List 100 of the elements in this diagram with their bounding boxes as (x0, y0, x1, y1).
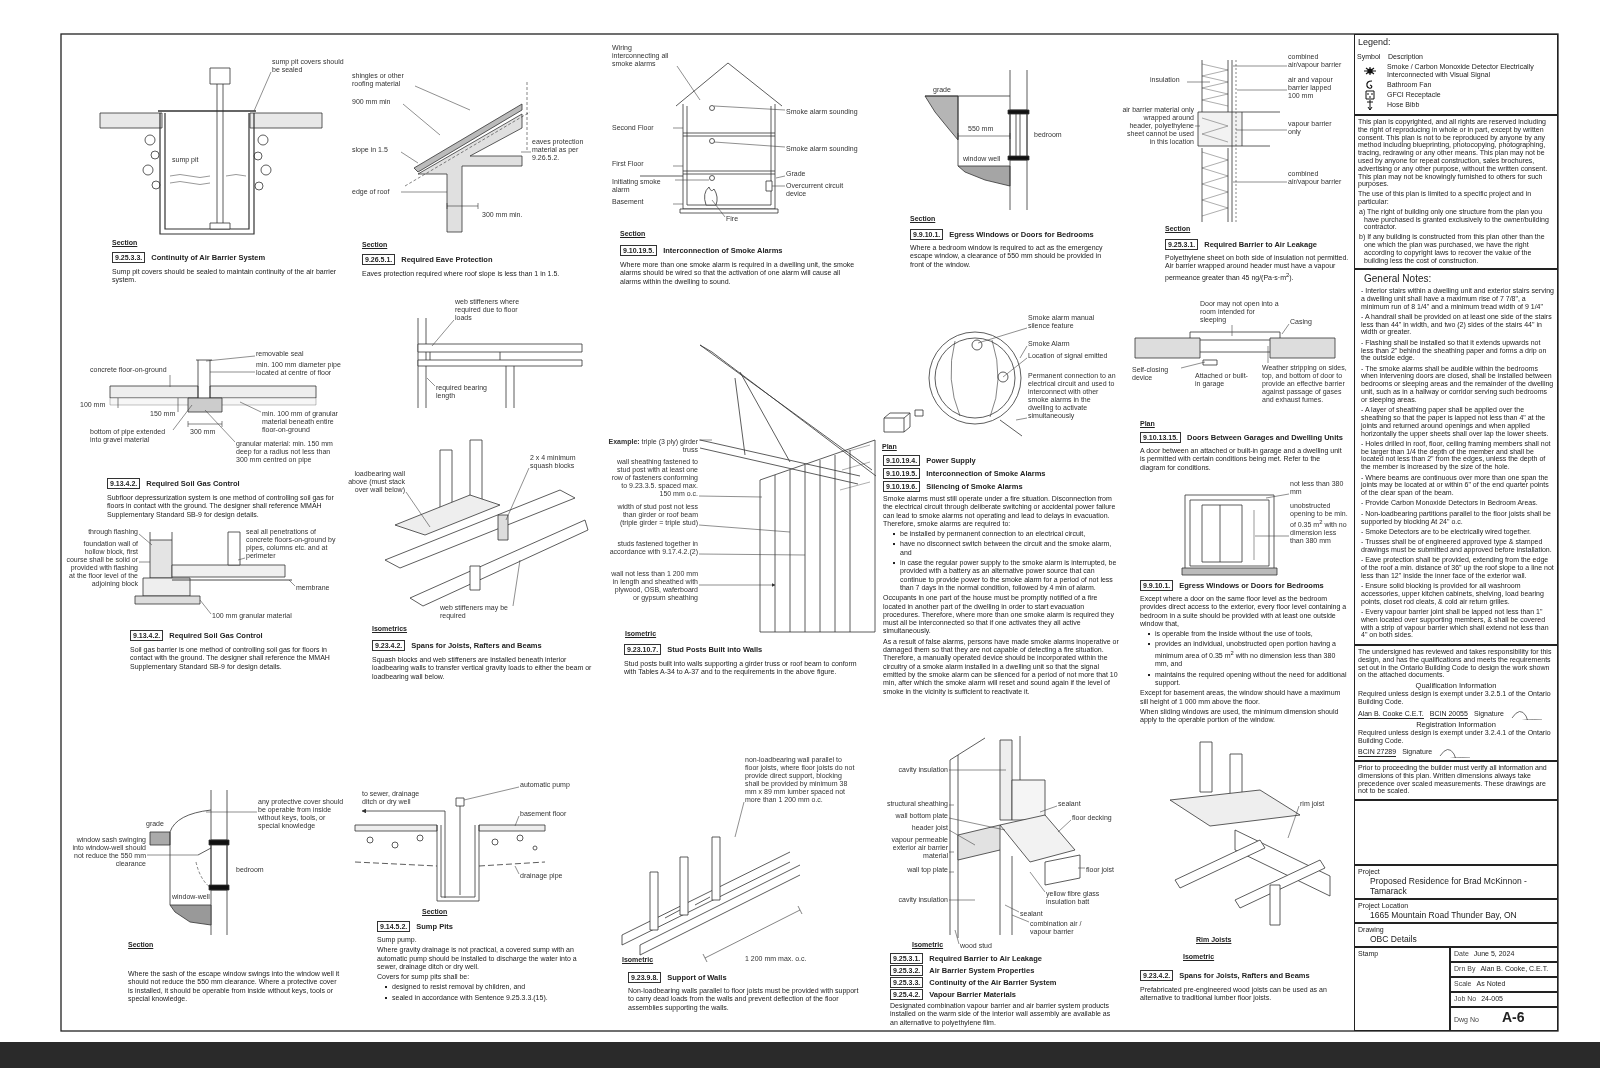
leader-line (172, 404, 193, 431)
leader-line (672, 127, 684, 129)
leader-line (713, 141, 786, 148)
leader-line (400, 191, 448, 193)
leader-line (734, 801, 745, 838)
leader-line (948, 804, 955, 806)
title-block-cell (1450, 992, 1558, 1007)
leader-line (1194, 125, 1201, 127)
leader-line (520, 151, 532, 153)
notes-heading: General Notes: (1364, 272, 1433, 285)
leader-line (512, 559, 521, 607)
leader-line (1231, 324, 1233, 337)
leader-line (698, 524, 791, 533)
leader-line (205, 811, 258, 813)
leader-line (414, 85, 471, 111)
leader-line (698, 553, 806, 556)
leader-line (948, 899, 976, 901)
leader-line (1287, 805, 1300, 839)
leader-line (505, 467, 530, 521)
leader-line (948, 851, 955, 853)
rim-joist-isometric-drawing (1169, 741, 1331, 926)
legend-heading: Legend: (1358, 37, 1392, 48)
leader-line (1186, 81, 1211, 83)
leader-line (288, 579, 296, 587)
sheet-number: A-6 (1501, 1010, 1525, 1025)
eave-protection-drawing (404, 81, 531, 233)
leader-line (514, 815, 520, 827)
empty-panel (1354, 800, 1558, 865)
title-block-cell (1354, 865, 1558, 899)
leader-line (146, 854, 199, 856)
leader-line (1011, 914, 1030, 923)
leader-line (775, 175, 786, 179)
leader-line (948, 769, 1007, 771)
leader-line (977, 327, 1028, 344)
egress-window-plan-drawing (1181, 494, 1278, 576)
leader-line (253, 71, 272, 112)
leader-line (205, 355, 256, 362)
leader-line (239, 401, 262, 413)
title-block-cell (1354, 115, 1558, 270)
leader-line (676, 65, 701, 101)
cell-value: 1665 Mountain Road Thunder Bay, ON (1370, 910, 1518, 920)
leader-line (1015, 417, 1028, 421)
leader-line (1281, 323, 1290, 335)
leader-line (1029, 871, 1046, 893)
leader-line (405, 491, 431, 528)
leader-line (711, 199, 726, 218)
leader-line (400, 151, 419, 164)
title-block-cell (1450, 977, 1558, 992)
leader-line (948, 871, 955, 873)
title-block-cell (1354, 34, 1558, 115)
cell-value: OBC Details (1370, 934, 1418, 944)
leader-line (948, 829, 976, 846)
leader-line (1002, 357, 1028, 378)
leader-line (1004, 904, 1020, 913)
leader-line (204, 409, 236, 443)
leader-line (1267, 345, 1269, 364)
leader-line (1236, 89, 1288, 91)
leader-line (1232, 181, 1288, 183)
leader-line (1235, 129, 1288, 131)
girder-truss-stud-post-drawing (699, 344, 877, 633)
leader-line (169, 374, 171, 388)
leader-line (1039, 805, 1058, 813)
leader-line (771, 185, 786, 187)
garage-door-plan-drawing (1134, 331, 1336, 366)
leader-line (713, 105, 786, 111)
leader-line (463, 786, 520, 801)
leader-line (431, 319, 455, 347)
leader-line (1254, 535, 1290, 537)
sump-pit-air-barrier-drawing (99, 67, 323, 235)
leader-line (514, 865, 520, 875)
title-block-cell (1354, 269, 1558, 645)
title-block-cell (1354, 761, 1558, 801)
leader-line (698, 439, 713, 441)
leader-line (1077, 867, 1086, 869)
leader-line (698, 495, 763, 498)
leader-line (237, 557, 246, 561)
leader-line (426, 377, 436, 387)
leader-line (1265, 493, 1290, 499)
air-barrier-wall-section-drawing (1197, 59, 1281, 223)
leader-line (1232, 65, 1288, 67)
leader-line (209, 371, 256, 373)
title-block-cell (1354, 923, 1558, 947)
leader-line (1057, 819, 1072, 833)
leader-line (138, 561, 151, 563)
title-block-cell (1450, 947, 1558, 962)
leader-line (1180, 361, 1206, 369)
leader-line (948, 817, 1006, 831)
smoke-alarm-drawing (883, 331, 1023, 437)
title-block-cell (1354, 645, 1558, 762)
leader-line (672, 165, 684, 167)
title-block-cell (1354, 899, 1558, 923)
title-block-cell (1450, 962, 1558, 977)
leader-line (138, 533, 153, 546)
title-block-cell (1450, 1007, 1558, 1031)
leader-line (674, 179, 710, 181)
leader-line (672, 203, 684, 205)
leader-line (199, 599, 212, 615)
leader-line (402, 103, 441, 136)
leader-line (954, 929, 960, 945)
leader-line (1019, 345, 1028, 359)
